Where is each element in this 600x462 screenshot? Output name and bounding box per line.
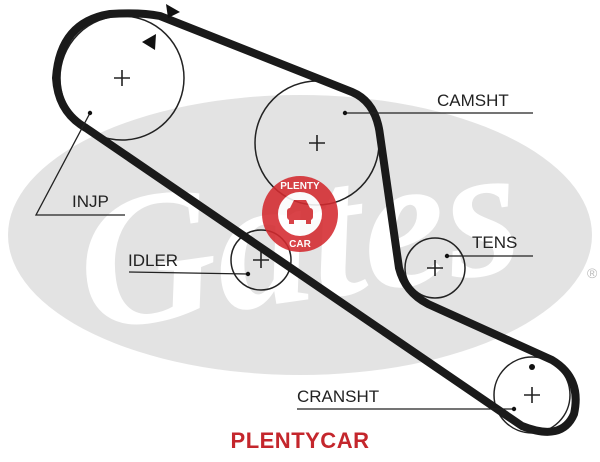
label-cransht: CRANSHT bbox=[297, 387, 379, 406]
footer-brand: PLENTYCAR bbox=[230, 428, 370, 453]
svg-text:CAR: CAR bbox=[289, 239, 311, 250]
registered-mark: ® bbox=[587, 265, 598, 281]
plentycar-stamp-logo: PLENTY CAR bbox=[262, 176, 338, 252]
timing-mark bbox=[529, 364, 535, 370]
label-injp: INJP bbox=[72, 192, 109, 211]
leader-lines bbox=[34, 112, 533, 410]
label-camsht: CAMSHT bbox=[437, 91, 509, 110]
timing-belt bbox=[52, 9, 580, 436]
svg-text:PLENTY: PLENTY bbox=[280, 181, 320, 192]
tensioner-pulley bbox=[404, 237, 466, 299]
center-marks bbox=[114, 70, 540, 403]
rotation-arrow-icon bbox=[166, 4, 180, 18]
idler-pulley bbox=[230, 229, 292, 291]
label-idler: IDLER bbox=[128, 251, 178, 270]
label-tens: TENS bbox=[472, 233, 517, 252]
rotation-arrow-icon bbox=[142, 34, 156, 50]
